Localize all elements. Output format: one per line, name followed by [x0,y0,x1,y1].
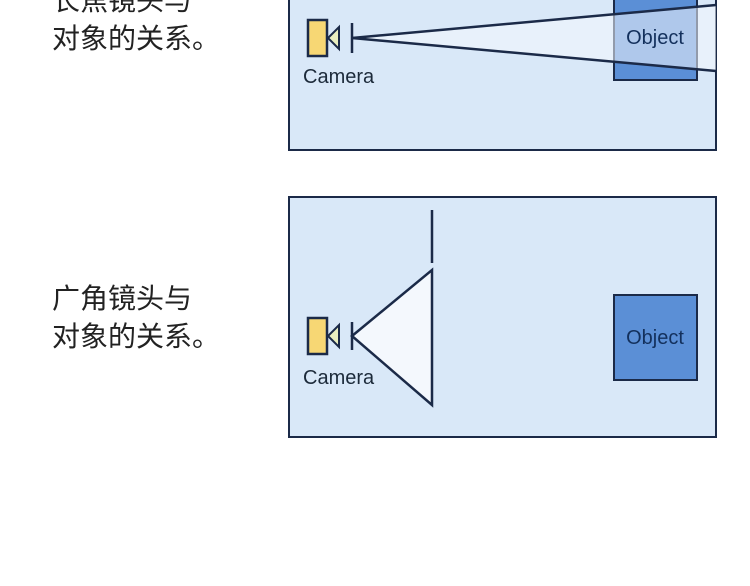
telephoto-camera-icon [306,18,354,58]
wide-angle-camera-icon [306,316,354,356]
telephoto-panel: Object Camera [288,0,717,151]
wide-angle-caption: 广角镜头与 对象的关系。 [52,280,220,356]
telephoto-view-line-top [351,3,717,40]
telephoto-caption-line2: 对象的关系。 [52,22,221,55]
telephoto-caption-line1: 长焦镜头与 [52,0,193,17]
wide-angle-panel: Object Camera [288,196,717,438]
telephoto-view-cone [352,5,716,71]
wide-angle-view-cone [350,267,434,408]
telephoto-caption: 长焦镜头与 对象的关系。 [52,0,220,58]
wide-angle-caption-line2: 对象的关系。 [52,320,221,353]
wide-angle-object-box [613,294,698,381]
wide-angle-caption-line1: 广角镜头与 [52,282,193,315]
telephoto-view-line-bottom [351,36,717,73]
telephoto-camera-label: Camera [303,66,375,88]
telephoto-object-label: Object [626,27,684,49]
wide-angle-camera-label: Camera [303,367,375,389]
wide-angle-object-label: Object [626,327,684,349]
